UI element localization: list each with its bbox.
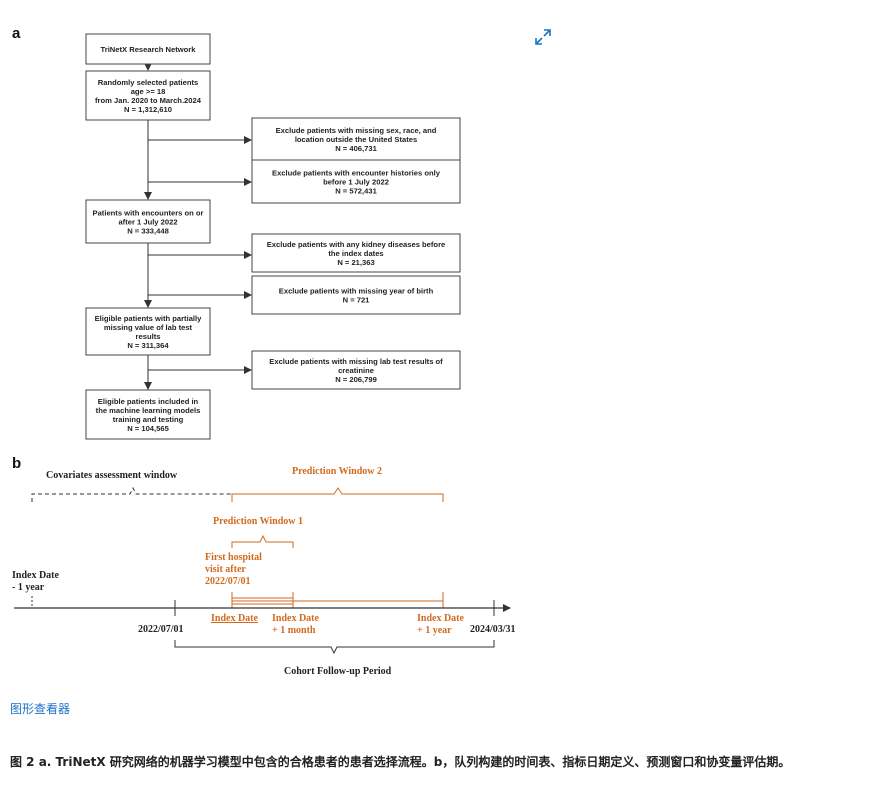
- flow-box-frame: [85, 389, 211, 440]
- flow-box-frame: [85, 199, 211, 244]
- exclusion-box-text-line: Exclude patients with missing lab test r…: [269, 357, 443, 366]
- exclusion-box-frame: [251, 275, 461, 315]
- first-visit-line-2: visit after: [205, 564, 246, 575]
- index-plus-year-line-1: Index Date: [417, 613, 465, 624]
- flow-box-text-line: training and testing: [113, 415, 184, 424]
- index-plus-month-line-1: Index Date: [272, 613, 320, 624]
- index-date-label: Index Date: [211, 613, 259, 624]
- follow-up-bracket: [174, 640, 495, 655]
- exclusion-box-text-line: N = 21,363: [337, 258, 374, 267]
- covariates-label: Covariates assessment window: [46, 470, 178, 481]
- flow-box-3: Eligible patients with partiallymissing …: [85, 307, 211, 356]
- prediction-window-2-bracket: [231, 487, 444, 502]
- end-date-label: 2024/03/31: [470, 624, 516, 635]
- flow-box-frame: [85, 70, 211, 121]
- exclusion-box-text-line: N = 572,431: [335, 187, 377, 196]
- exclusion-box-text-line: Exclude patients with any kidney disease…: [267, 240, 446, 249]
- exclusion-box-text-line: before 1 July 2022: [323, 178, 389, 187]
- index-plus-year-line-2: + 1 year: [417, 625, 452, 636]
- first-visit-line-3: 2022/07/01: [205, 576, 251, 587]
- flow-box-text-line: N = 333,448: [127, 227, 169, 236]
- exclusion-box-text-line: N = 206,799: [335, 375, 377, 384]
- index-minus-year-line-1: Index Date: [12, 570, 60, 581]
- flow-box-text-line: N = 104,565: [127, 424, 169, 433]
- figure-caption: 图 2 a. TriNetX 研究网络的机器学习模型中包含的合格患者的患者选择流…: [10, 755, 791, 769]
- exclusion-box-3: Exclude patients with missing year of bi…: [251, 275, 461, 315]
- flow-box-text-line: TriNetX Research Network: [101, 45, 197, 54]
- prediction-window-1-label: Prediction Window 1: [213, 516, 303, 527]
- covariates-bracket: [31, 486, 233, 502]
- exclusion-box-text-line: Exclude patients with missing year of bi…: [279, 287, 434, 296]
- expand-arrows-icon: [535, 29, 551, 45]
- prediction-window-2-label: Prediction Window 2: [292, 466, 382, 477]
- exclusion-box-frame: [251, 117, 461, 161]
- figure-viewer-link[interactable]: 图形查看器: [10, 702, 71, 716]
- exclusion-box-frame: [251, 159, 461, 204]
- flow-box-text-line: Randomly selected patients: [98, 78, 198, 87]
- timeline-diagram: Covariates assessment window Prediction …: [12, 466, 516, 677]
- panel-b-letter: b: [12, 455, 21, 472]
- start-date-label: 2022/07/01: [138, 624, 184, 635]
- exclusion-box-1: Exclude patients with encounter historie…: [251, 159, 461, 204]
- exclusion-box-text-line: Exclude patients with encounter historie…: [272, 169, 441, 178]
- exclusion-box-text-line: the index dates: [328, 249, 383, 258]
- index-minus-year-line-2: - 1 year: [12, 582, 45, 593]
- prediction-window-1-bracket: [231, 534, 294, 548]
- flow-box-text-line: after 1 July 2022: [118, 218, 177, 227]
- exclusion-box-2: Exclude patients with any kidney disease…: [251, 233, 461, 273]
- flow-box-frame: [85, 33, 211, 65]
- flow-box-0: TriNetX Research Network: [85, 33, 211, 65]
- flow-box-text-line: results: [136, 332, 161, 341]
- exclusion-box-frame: [251, 350, 461, 390]
- expand-figure-button[interactable]: [533, 27, 553, 47]
- exclusion-box-text-line: Exclude patients with missing sex, race,…: [276, 126, 437, 135]
- flow-box-frame: [85, 307, 211, 356]
- flow-box-text-line: N = 311,364: [127, 341, 169, 350]
- exclusion-box-text-line: N = 721: [343, 296, 371, 305]
- panel-a-letter: a: [12, 25, 21, 42]
- index-plus-month-line-2: + 1 month: [272, 625, 316, 636]
- flow-box-text-line: Patients with encounters on or: [93, 209, 204, 218]
- flow-box-text-line: missing value of lab test: [104, 323, 193, 332]
- exclusion-box-text-line: N = 406,731: [335, 144, 377, 153]
- flow-box-text-line: N = 1,312,610: [124, 105, 172, 114]
- flow-box-text-line: from Jan. 2020 to March.2024: [95, 96, 202, 105]
- exclusion-box-4: Exclude patients with missing lab test r…: [251, 350, 461, 390]
- exclusion-box-text-line: location outside the United States: [295, 135, 417, 144]
- flow-box-text-line: age >= 18: [131, 87, 166, 96]
- follow-up-label: Cohort Follow-up Period: [284, 666, 392, 677]
- exclusion-box-0: Exclude patients with missing sex, race,…: [251, 117, 461, 161]
- exclusion-box-text-line: creatinine: [338, 366, 374, 375]
- first-visit-line-1: First hospital: [205, 552, 262, 563]
- flow-box-text-line: Eligible patients with partially: [95, 314, 203, 323]
- flow-box-text-line: the machine learning models: [96, 406, 201, 415]
- exclusion-box-frame: [251, 233, 461, 273]
- flow-box-text-line: Eligible patients included in: [98, 397, 199, 406]
